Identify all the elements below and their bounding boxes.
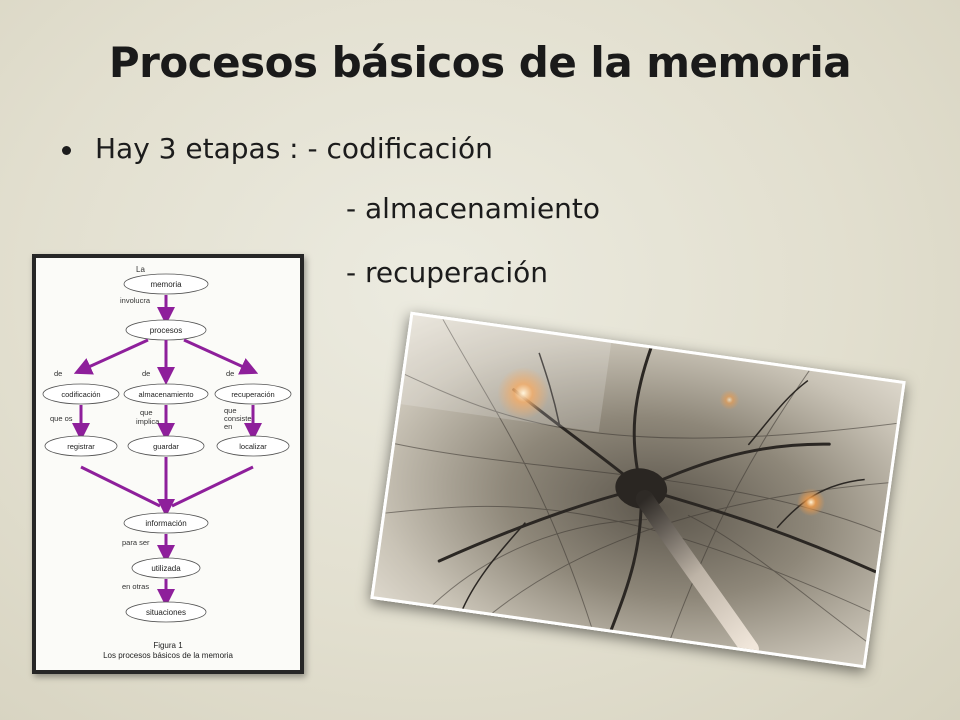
caption-line-2: Los procesos básicos de la memoria <box>103 651 233 660</box>
label-que-consiste-1: que <box>224 406 237 415</box>
node-situaciones: situaciones <box>146 608 186 617</box>
node-guardar: guardar <box>153 442 179 451</box>
node-informacion-shape <box>123 512 209 534</box>
signal-glow-left <box>497 367 550 420</box>
label-de-1: de <box>54 369 62 378</box>
node-localizar: localizar <box>239 442 267 451</box>
node-procesos: procesos <box>150 326 182 335</box>
label-que-implica-2: implica <box>136 417 160 426</box>
node-localizar-shape <box>216 435 290 457</box>
signal-glow-right <box>796 488 825 517</box>
node-informacion: información <box>145 519 186 528</box>
node-registrar: registrar <box>67 442 95 451</box>
node-registrar-shape <box>44 435 118 457</box>
label-que-implica-1: que <box>140 408 153 417</box>
bullet-line-2: - almacenamiento <box>346 192 601 225</box>
label-en-otras: en otras <box>122 582 149 591</box>
label-de-2: de <box>142 369 150 378</box>
arrow-procesos-codificacion <box>73 338 149 375</box>
node-memoria-shape <box>123 273 209 295</box>
label-de-3: de <box>226 369 234 378</box>
bullet-line-1: Hay 3 etapas : - codificación <box>95 132 493 165</box>
node-utilizada: utilizada <box>151 564 181 573</box>
node-recuperacion-shape <box>214 383 292 405</box>
node-situaciones-shape <box>125 601 207 623</box>
node-utilizada-shape <box>131 557 201 579</box>
node-guardar-shape <box>127 435 205 457</box>
memory-process-diagram: La memoria involucra procesos de de de c… <box>32 254 304 674</box>
node-almacenamiento: almacenamiento <box>138 390 193 399</box>
neuron-illustration <box>385 315 897 659</box>
node-codificacion: codificación <box>61 390 100 399</box>
node-codificacion-shape <box>42 383 120 405</box>
diagram-svg: La memoria involucra procesos de de de c… <box>42 265 292 660</box>
neuron-axon <box>635 490 759 659</box>
node-almacenamiento-shape <box>123 383 209 405</box>
label-para-ser: para ser <box>122 538 150 547</box>
arrow-registrar-informacion <box>80 465 161 508</box>
node-recuperacion: recuperación <box>231 390 274 399</box>
slide-title: Procesos básicos de la memoria <box>108 38 852 87</box>
label-la: La <box>136 265 145 274</box>
node-memoria: memoria <box>150 280 182 289</box>
label-que-consiste-3: en <box>224 422 232 431</box>
arrow-procesos-recuperacion <box>183 338 259 375</box>
bullet-dot <box>62 146 71 155</box>
label-que-os: que os <box>50 414 73 423</box>
label-involucra: involucra <box>120 296 151 305</box>
signal-glow-top <box>719 389 740 410</box>
caption-line-1: Figura 1 <box>153 641 183 650</box>
bullet-line-3: - recuperación <box>346 256 548 289</box>
neuron-photo <box>370 311 906 669</box>
label-que-consiste-2: consiste <box>224 414 252 423</box>
arrow-localizar-informacion <box>171 465 254 508</box>
